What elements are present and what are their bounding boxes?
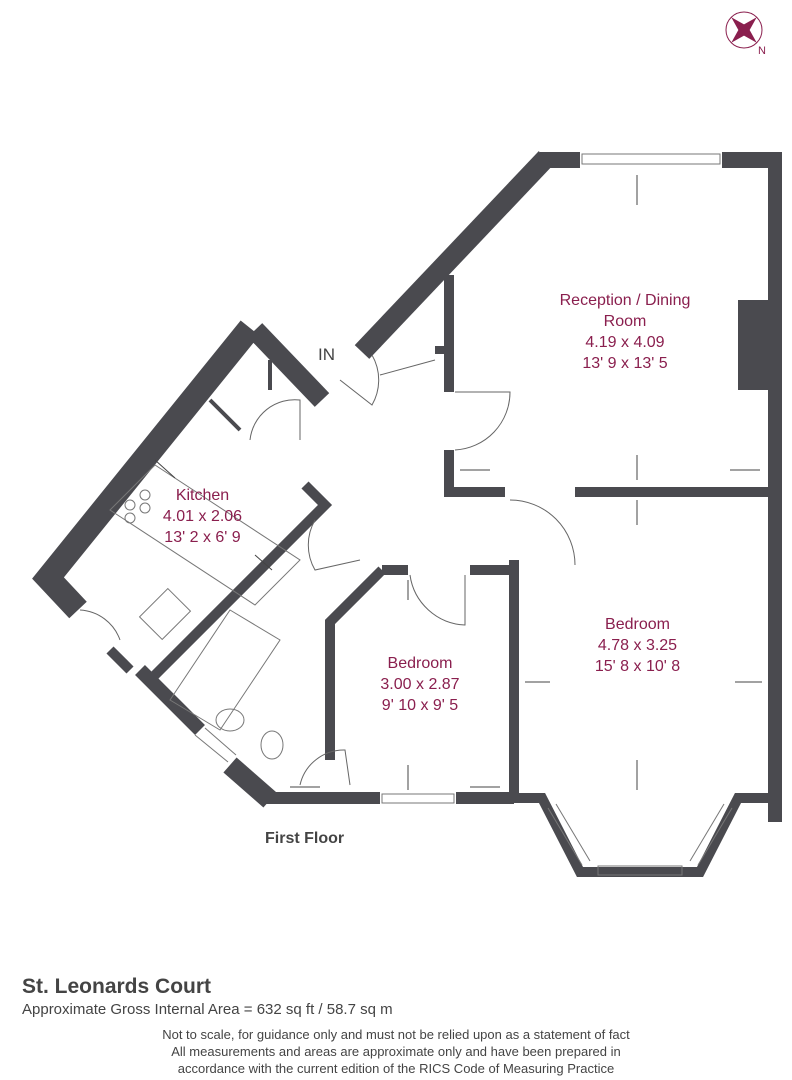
room-bedroom-1: Bedroom 4.78 x 3.25 15' 8 x 10' 8 bbox=[570, 614, 705, 677]
dimension-arrows bbox=[154, 175, 762, 790]
room-imperial: 13' 9 x 13' 5 bbox=[582, 355, 668, 372]
room-imperial: 9' 10 x 9' 5 bbox=[381, 697, 459, 714]
sink-icon bbox=[138, 587, 192, 641]
toilet-icon bbox=[260, 730, 284, 760]
disclaimer-line: All measurements and areas are approxima… bbox=[171, 1044, 621, 1059]
entrance-label: IN bbox=[318, 345, 335, 364]
room-metric: 3.00 x 2.87 bbox=[380, 676, 460, 693]
room-name: Bedroom bbox=[387, 655, 453, 672]
gross-area: Approximate Gross Internal Area = 632 sq… bbox=[22, 1001, 393, 1018]
disclaimer-line: Not to scale, for guidance only and must… bbox=[162, 1027, 630, 1042]
room-bedroom-2: Bedroom 3.00 x 2.87 9' 10 x 9' 5 bbox=[360, 653, 480, 716]
disclaimer-line: accordance with the current edition of t… bbox=[177, 1061, 615, 1076]
room-name: Reception / Dining bbox=[559, 292, 691, 309]
floor-label: First Floor bbox=[265, 830, 345, 847]
room-imperial: 13' 2 x 6' 9 bbox=[164, 529, 241, 546]
compass-icon bbox=[725, 11, 763, 49]
room-metric: 4.78 x 3.25 bbox=[597, 637, 678, 654]
disclaimer: Not to scale, for guidance only and must… bbox=[0, 1026, 792, 1077]
room-name: Bedroom bbox=[605, 616, 670, 633]
room-reception: Reception / Dining Room 4.19 x 4.09 13' … bbox=[510, 290, 740, 374]
property-name: St. Leonards Court bbox=[22, 975, 212, 998]
compass-north-label: N bbox=[758, 45, 766, 57]
bath-icon bbox=[169, 609, 281, 731]
walls bbox=[32, 151, 782, 877]
fixtures bbox=[109, 464, 301, 760]
room-metric: 4.01 x 2.06 bbox=[162, 508, 243, 525]
room-imperial: 15' 8 x 10' 8 bbox=[594, 658, 681, 675]
doors bbox=[79, 354, 576, 786]
room-name: Kitchen bbox=[175, 487, 230, 504]
hob-icon bbox=[124, 489, 151, 524]
windows bbox=[194, 153, 733, 876]
basin-icon bbox=[215, 708, 245, 732]
room-name-line2: Room bbox=[603, 313, 647, 330]
room-metric: 4.19 x 4.09 bbox=[585, 334, 665, 351]
room-kitchen: Kitchen 4.01 x 2.06 13' 2 x 6' 9 bbox=[140, 485, 265, 548]
